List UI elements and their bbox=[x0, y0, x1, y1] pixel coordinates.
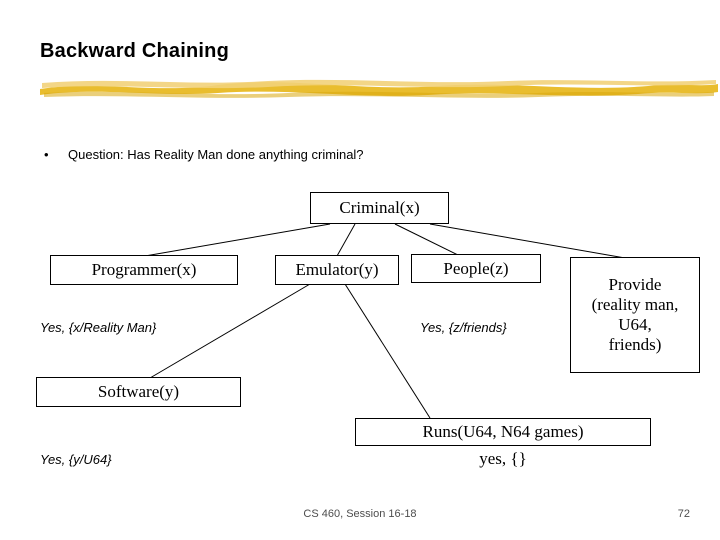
bullet-label: Question: Has Reality Man done anything … bbox=[68, 147, 364, 162]
node-software: Software(y) bbox=[36, 377, 241, 407]
annotation-programmer-binding: Yes, {x/Reality Man} bbox=[40, 320, 157, 335]
gold-brush-divider bbox=[40, 79, 718, 98]
node-provide-line-1: Provide bbox=[608, 275, 662, 294]
node-provide-line-3: U64, bbox=[618, 315, 652, 334]
node-emulator-label: Emulator(y) bbox=[295, 260, 379, 279]
node-programmer-label: Programmer(x) bbox=[91, 260, 197, 279]
node-emulator: Emulator(y) bbox=[275, 255, 399, 285]
annotation-people-binding: Yes, {z/friends} bbox=[420, 320, 507, 335]
node-runs-label: Runs(U64, N64 games) bbox=[422, 422, 584, 441]
footer-session-label: CS 460, Session 16-18 bbox=[303, 508, 417, 520]
node-runs: Runs(U64, N64 games) bbox=[355, 418, 651, 446]
node-people-label: People(z) bbox=[443, 258, 509, 278]
page-title: Backward Chaining bbox=[40, 40, 229, 62]
annotation-runs-result: yes, {} bbox=[479, 449, 527, 468]
node-provide-line-2: (reality man, bbox=[591, 295, 679, 314]
node-programmer: Programmer(x) bbox=[50, 255, 238, 285]
footer-page-number: 72 bbox=[677, 508, 690, 520]
question-bullet: • Question: Has Reality Man done anythin… bbox=[40, 146, 680, 163]
node-criminal-label: Criminal(x) bbox=[339, 198, 420, 217]
node-criminal: Criminal(x) bbox=[310, 192, 449, 224]
node-software-label: Software(y) bbox=[97, 382, 180, 401]
node-provide: Provide (reality man, U64, friends) bbox=[570, 257, 700, 373]
node-provide-line-4: friends) bbox=[608, 335, 662, 354]
annotation-software-binding: Yes, {y/U64} bbox=[40, 452, 112, 467]
bullet-marker: • bbox=[44, 147, 49, 162]
node-people: People(z) bbox=[411, 254, 541, 283]
